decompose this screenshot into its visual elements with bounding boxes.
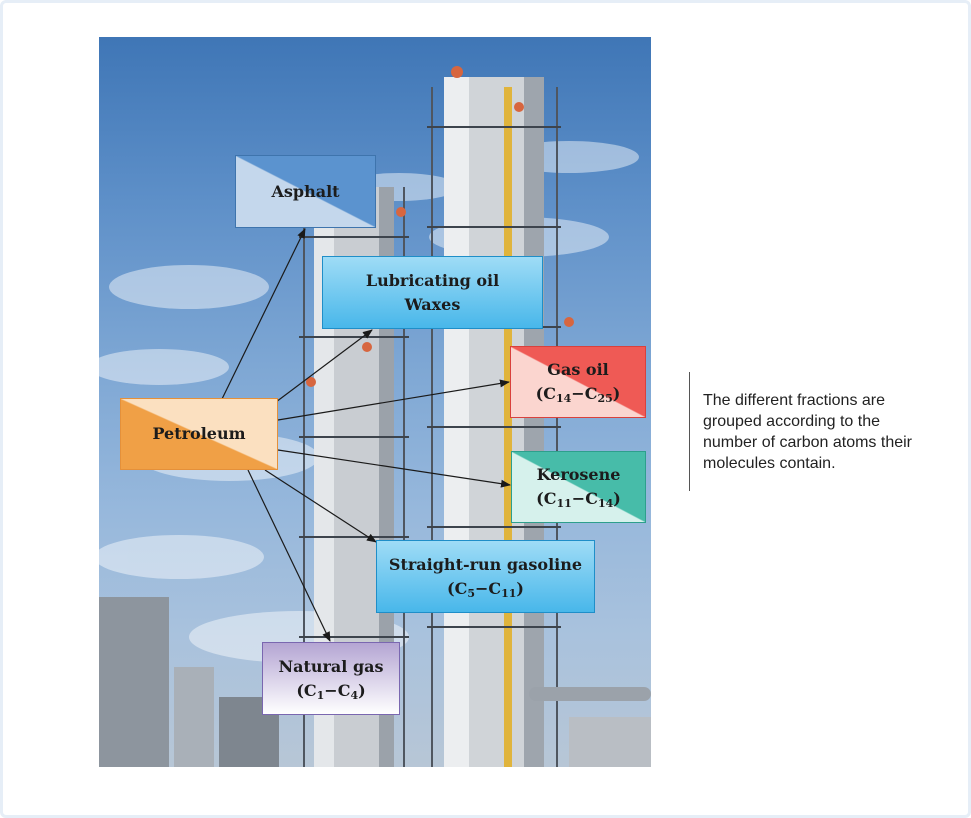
arrow-to-asphalt [221,228,306,400]
straight-run-gasoline-box: Straight-run gasoline (C5−C11) [376,540,595,613]
arrow-to-gas-oil [277,379,510,421]
arrow-to-lubricating-oil [267,329,373,409]
asphalt-box: Asphalt [235,155,376,228]
natural-gas-range: (C1−C4) [296,680,366,702]
arrow-to-kerosene [277,449,511,488]
waxes-label: Waxes [404,294,461,314]
petroleum-box: Petroleum [120,398,278,470]
lubricating-oil-label: Lubricating oil [365,270,500,290]
arrow-to-straight-run-gasoline [264,469,377,543]
natural-gas-label: Natural gas [278,656,384,676]
straight-run-gasoline-range: (C5−C11) [447,578,524,600]
lubricating-oil-box: Lubricating oil Waxes [322,256,543,329]
gas-oil-label: Gas oil [547,360,609,379]
kerosene-label: Kerosene [536,465,621,484]
kerosene-range: (C11−C14) [536,489,621,510]
kerosene-box: Kerosene (C11−C14) [511,451,646,523]
petroleum-label: Petroleum [152,424,246,443]
natural-gas-box: Natural gas (C1−C4) [262,642,400,715]
figure-caption: The different fractions are grouped acco… [689,372,929,491]
marker-balls [306,66,574,387]
straight-run-gasoline-label: Straight-run gasoline [388,554,583,574]
caption-text: The different fractions are grouped acco… [703,391,912,472]
gas-oil-box: Gas oil (C14−C25) [510,346,646,418]
arrow-to-natural-gas [247,469,331,642]
gas-oil-range: (C14−C25) [535,384,621,405]
asphalt-label: Asphalt [271,181,340,201]
